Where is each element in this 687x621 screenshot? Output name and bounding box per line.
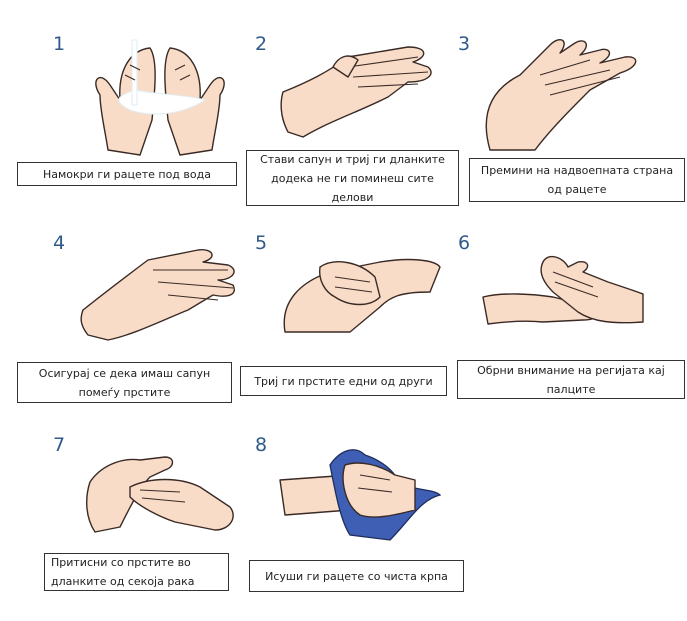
- step-1-hands-water-illustration: [95, 39, 225, 156]
- step-8-number: 8: [255, 434, 268, 456]
- step-3-number: 3: [458, 33, 471, 55]
- step-8-caption: Исуши ги рацете со чиста крпа: [249, 560, 464, 592]
- step-3-caption: Премини на надвоепната страна од рацете: [469, 158, 685, 202]
- step-7-number: 7: [53, 434, 66, 456]
- step-2-number: 2: [255, 33, 268, 55]
- step-8-drying-with-towel-illustration: [279, 449, 442, 541]
- step-3-back-of-hands-illustration: [485, 39, 637, 151]
- step-4-caption: Осигурај се дека имаш сапун помеѓу прсти…: [17, 362, 232, 403]
- step-2-caption: Стави сапун и триј ги дланките додека не…: [246, 150, 459, 206]
- step-4-interlaced-fingers-illustration: [80, 249, 235, 341]
- step-6-number: 6: [458, 232, 471, 254]
- step-2-palms-rubbing-illustration: [280, 46, 432, 138]
- step-4-number: 4: [53, 232, 66, 254]
- step-7-fingertips-in-palm-illustration: [86, 456, 234, 533]
- step-5-number: 5: [255, 232, 268, 254]
- step-7-caption: Притисни со прстите во дланките од секој…: [44, 553, 229, 591]
- step-1-number: 1: [53, 33, 66, 55]
- step-1-caption: Намокри ги рацете под вода: [17, 162, 237, 186]
- step-5-fingers-rubbing-illustration: [283, 258, 441, 333]
- step-6-caption: Обрни внимание на регијата кај палците: [457, 360, 685, 399]
- step-6-thumb-rubbing-illustration: [482, 255, 644, 325]
- step-5-caption: Триј ги прстите едни од други: [240, 366, 447, 396]
